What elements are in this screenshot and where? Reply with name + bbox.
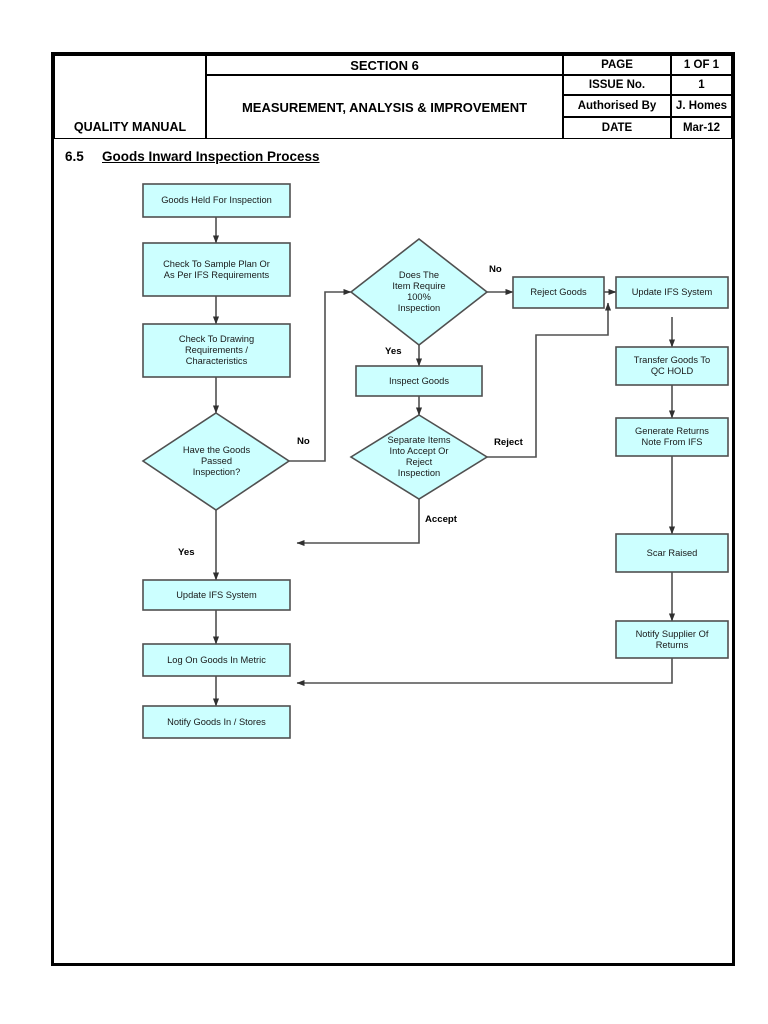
header-page-value: 1 OF 1 <box>671 55 732 75</box>
node-update-ifs-left <box>142 579 291 611</box>
edge-notify-supplier-to-notify-goods <box>296 657 673 687</box>
header-issue-value: 1 <box>671 75 732 95</box>
header-section: SECTION 6 <box>206 55 563 75</box>
edge-label-yes-100: Yes <box>385 346 402 357</box>
node-check-sample-plan <box>142 242 291 297</box>
node-goods-held <box>142 183 291 218</box>
header-date-value: Mar-12 <box>671 117 732 139</box>
page-title: Goods Inward Inspection Process <box>102 149 320 164</box>
node-item-require-100 <box>349 237 489 347</box>
document-header-table: QUALITY MANUAL SECTION 6 MEASUREMENT, AN… <box>54 55 732 139</box>
node-check-drawing <box>142 323 291 378</box>
edge-separate-reject <box>487 302 612 458</box>
node-inspect-goods <box>355 365 483 397</box>
header-issue-label: ISSUE No. <box>563 75 671 95</box>
edge-label-accept-branch: Accept <box>425 514 457 525</box>
header-page-label: PAGE <box>563 55 671 75</box>
node-reject-goods <box>512 276 605 309</box>
header-authorised-label: Authorised By <box>563 95 671 117</box>
header-date-label: DATE <box>563 117 671 139</box>
node-notify-goods-in <box>142 705 291 739</box>
document-page: QUALITY MANUAL SECTION 6 MEASUREMENT, AN… <box>51 52 735 966</box>
node-scar-raised <box>615 533 729 573</box>
edge-goods-passed-no <box>289 288 352 462</box>
section-number: 6.5 <box>65 149 84 164</box>
header-authorised-value: J. Homes <box>671 95 732 117</box>
edge-label-no-passed: No <box>297 436 310 447</box>
flowchart: Goods Held For Inspection Check To Sampl… <box>54 55 732 963</box>
node-transfer-qc-hold <box>615 346 729 386</box>
node-update-ifs-right <box>615 276 729 309</box>
header-subject: MEASUREMENT, ANALYSIS & IMPROVEMENT <box>206 75 563 139</box>
header-quality-manual: QUALITY MANUAL <box>54 55 206 139</box>
node-notify-supplier <box>615 620 729 659</box>
node-log-goods-metric <box>142 643 291 677</box>
edge-label-no-100: No <box>489 264 502 275</box>
node-goods-passed <box>141 412 291 511</box>
edge-label-reject-branch: Reject <box>494 437 523 448</box>
node-generate-returns <box>615 417 729 457</box>
node-separate-items <box>349 414 489 500</box>
edge-label-yes-passed: Yes <box>178 547 195 558</box>
edge-separate-accept <box>296 499 420 547</box>
